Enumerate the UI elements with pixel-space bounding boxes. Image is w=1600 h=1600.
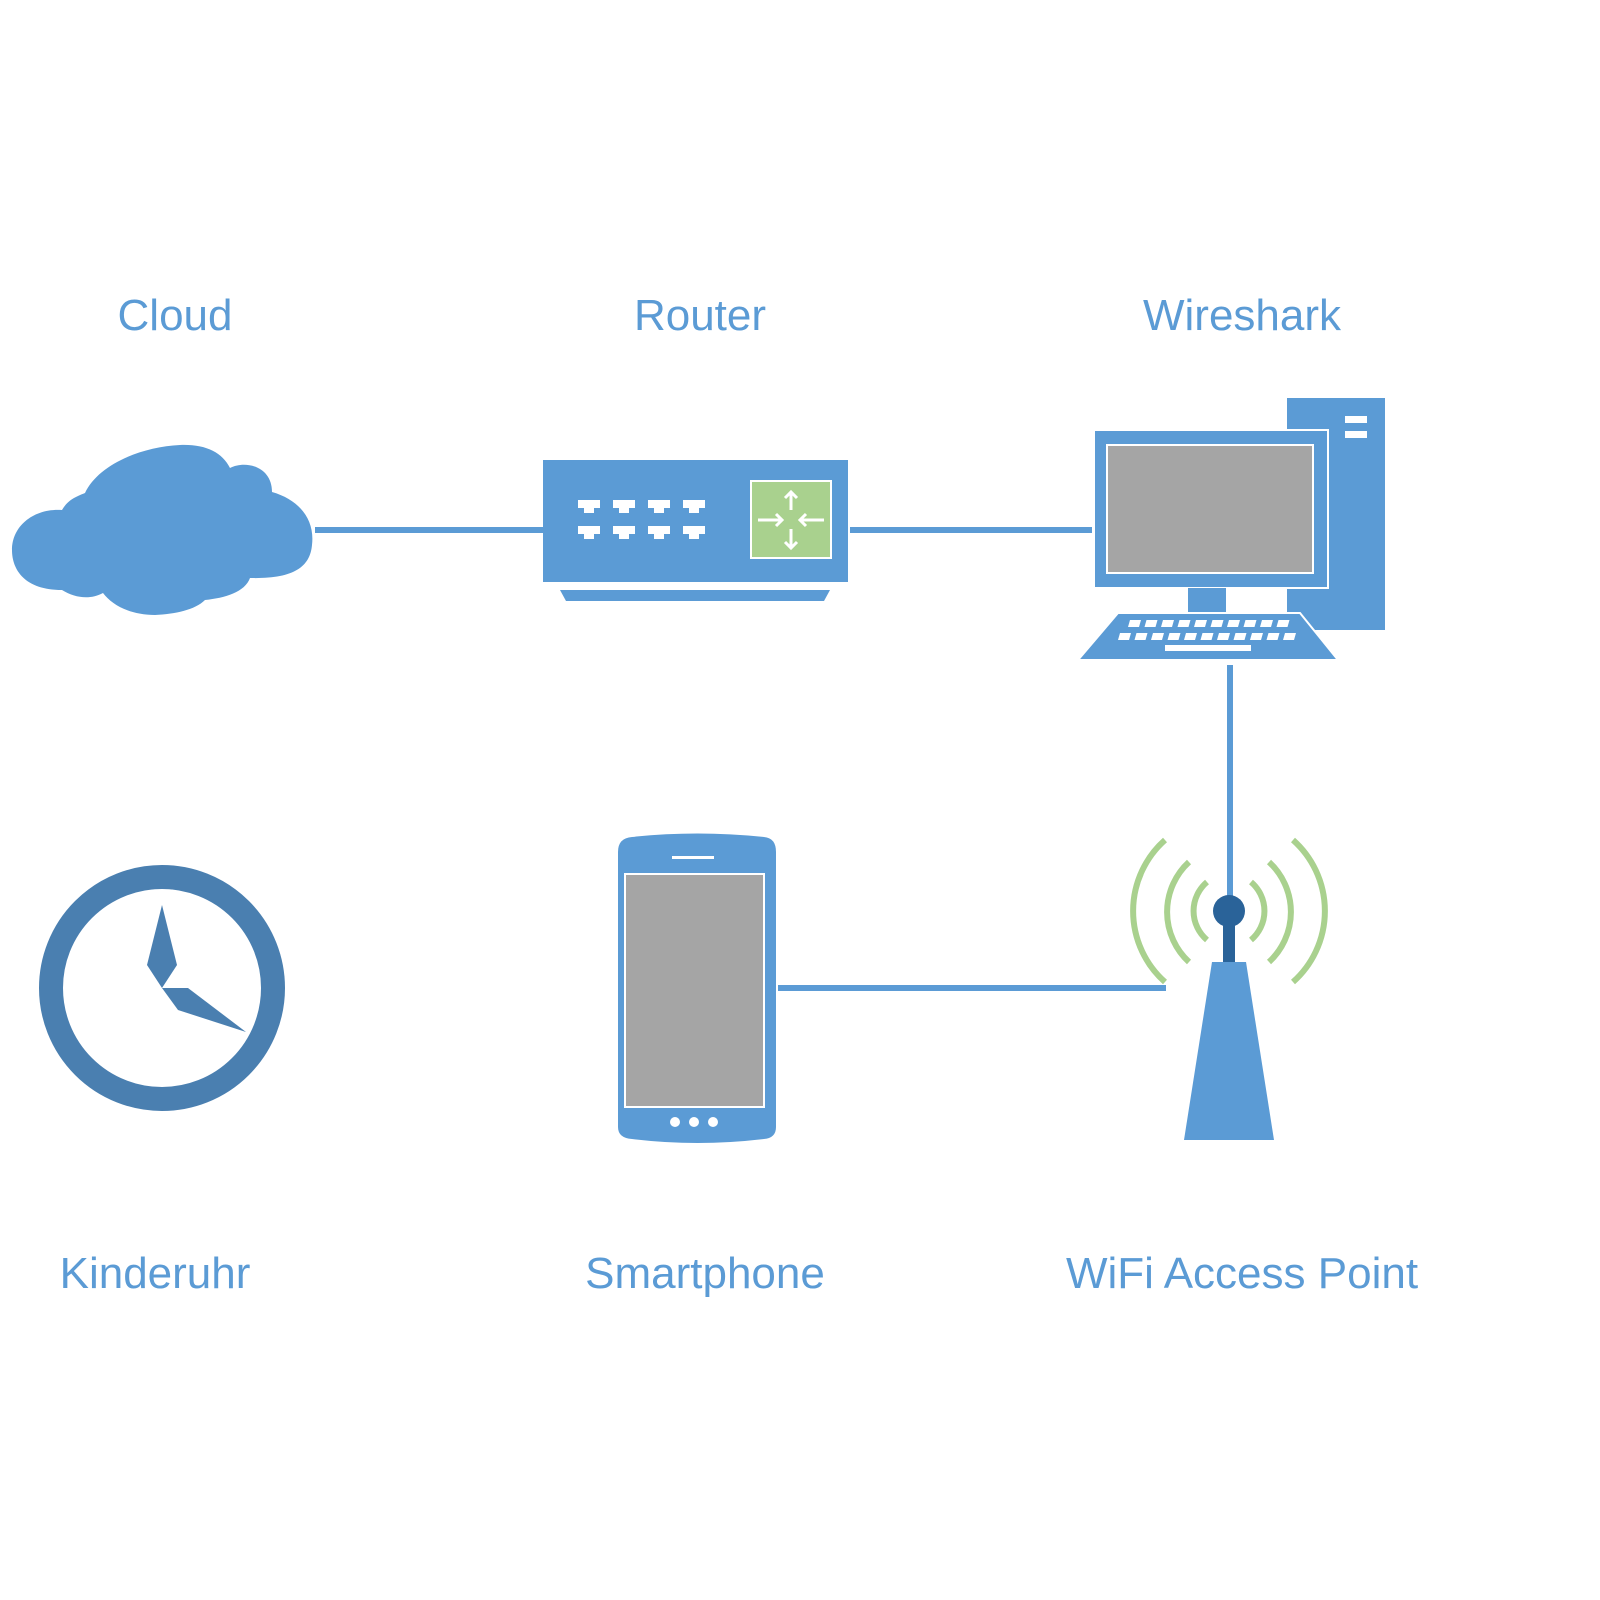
clock-icon	[39, 865, 285, 1111]
label-cloud: Cloud	[118, 291, 233, 340]
wifi-antenna-icon	[1130, 837, 1328, 1140]
label-smartphone: Smartphone	[585, 1249, 825, 1298]
keyboard-keys	[1118, 620, 1296, 640]
keyboard-key	[1266, 633, 1280, 640]
keyboard-key	[1260, 620, 1273, 627]
wifi-tower	[1184, 962, 1274, 1140]
label-wireshark: Wireshark	[1143, 291, 1342, 340]
keyboard-key	[1177, 620, 1191, 627]
keyboard-key	[1151, 633, 1164, 640]
router-arrows-icon	[758, 489, 824, 551]
keyboard-key	[1167, 633, 1181, 640]
keyboard-key	[1184, 633, 1197, 640]
keyboard-key	[1243, 620, 1257, 627]
label-wifi-access-point: WiFi Access Point	[1066, 1249, 1418, 1298]
smartphone-icon	[618, 833, 776, 1143]
keyboard-key	[1283, 633, 1296, 640]
keyboard-key	[1194, 620, 1207, 627]
keyboard-key	[1276, 620, 1290, 627]
desktop-computer-icon	[1075, 398, 1385, 661]
link-router-wireshark	[850, 527, 1092, 533]
keyboard-key	[1233, 633, 1247, 640]
keyboard-key	[1144, 620, 1158, 627]
label-kinderuhr: Kinderuhr	[60, 1249, 251, 1298]
keyboard-key	[1250, 633, 1263, 640]
link-wireshark-wifi	[1227, 665, 1233, 905]
link-cloud-router	[315, 527, 543, 533]
router-icon	[543, 460, 848, 601]
keyboard-key	[1161, 620, 1174, 627]
monitor-screen	[1106, 444, 1314, 574]
label-router: Router	[634, 291, 766, 340]
smartphone-screen	[624, 873, 765, 1108]
clock-hour-hand	[147, 905, 177, 988]
router-ports	[578, 500, 705, 539]
keyboard-key	[1217, 633, 1230, 640]
keyboard-key	[1210, 620, 1224, 627]
link-smartphone-wifi	[778, 985, 1166, 991]
keyboard-key	[1118, 633, 1131, 640]
cloud-icon	[12, 444, 313, 615]
keyboard-key	[1200, 633, 1214, 640]
wifi-signal-waves	[1130, 837, 1328, 985]
clock-minute-hand	[162, 988, 246, 1032]
links	[315, 527, 1233, 991]
keyboard-key	[1134, 633, 1148, 640]
keyboard-key	[1128, 620, 1141, 627]
keyboard-key	[1227, 620, 1240, 627]
